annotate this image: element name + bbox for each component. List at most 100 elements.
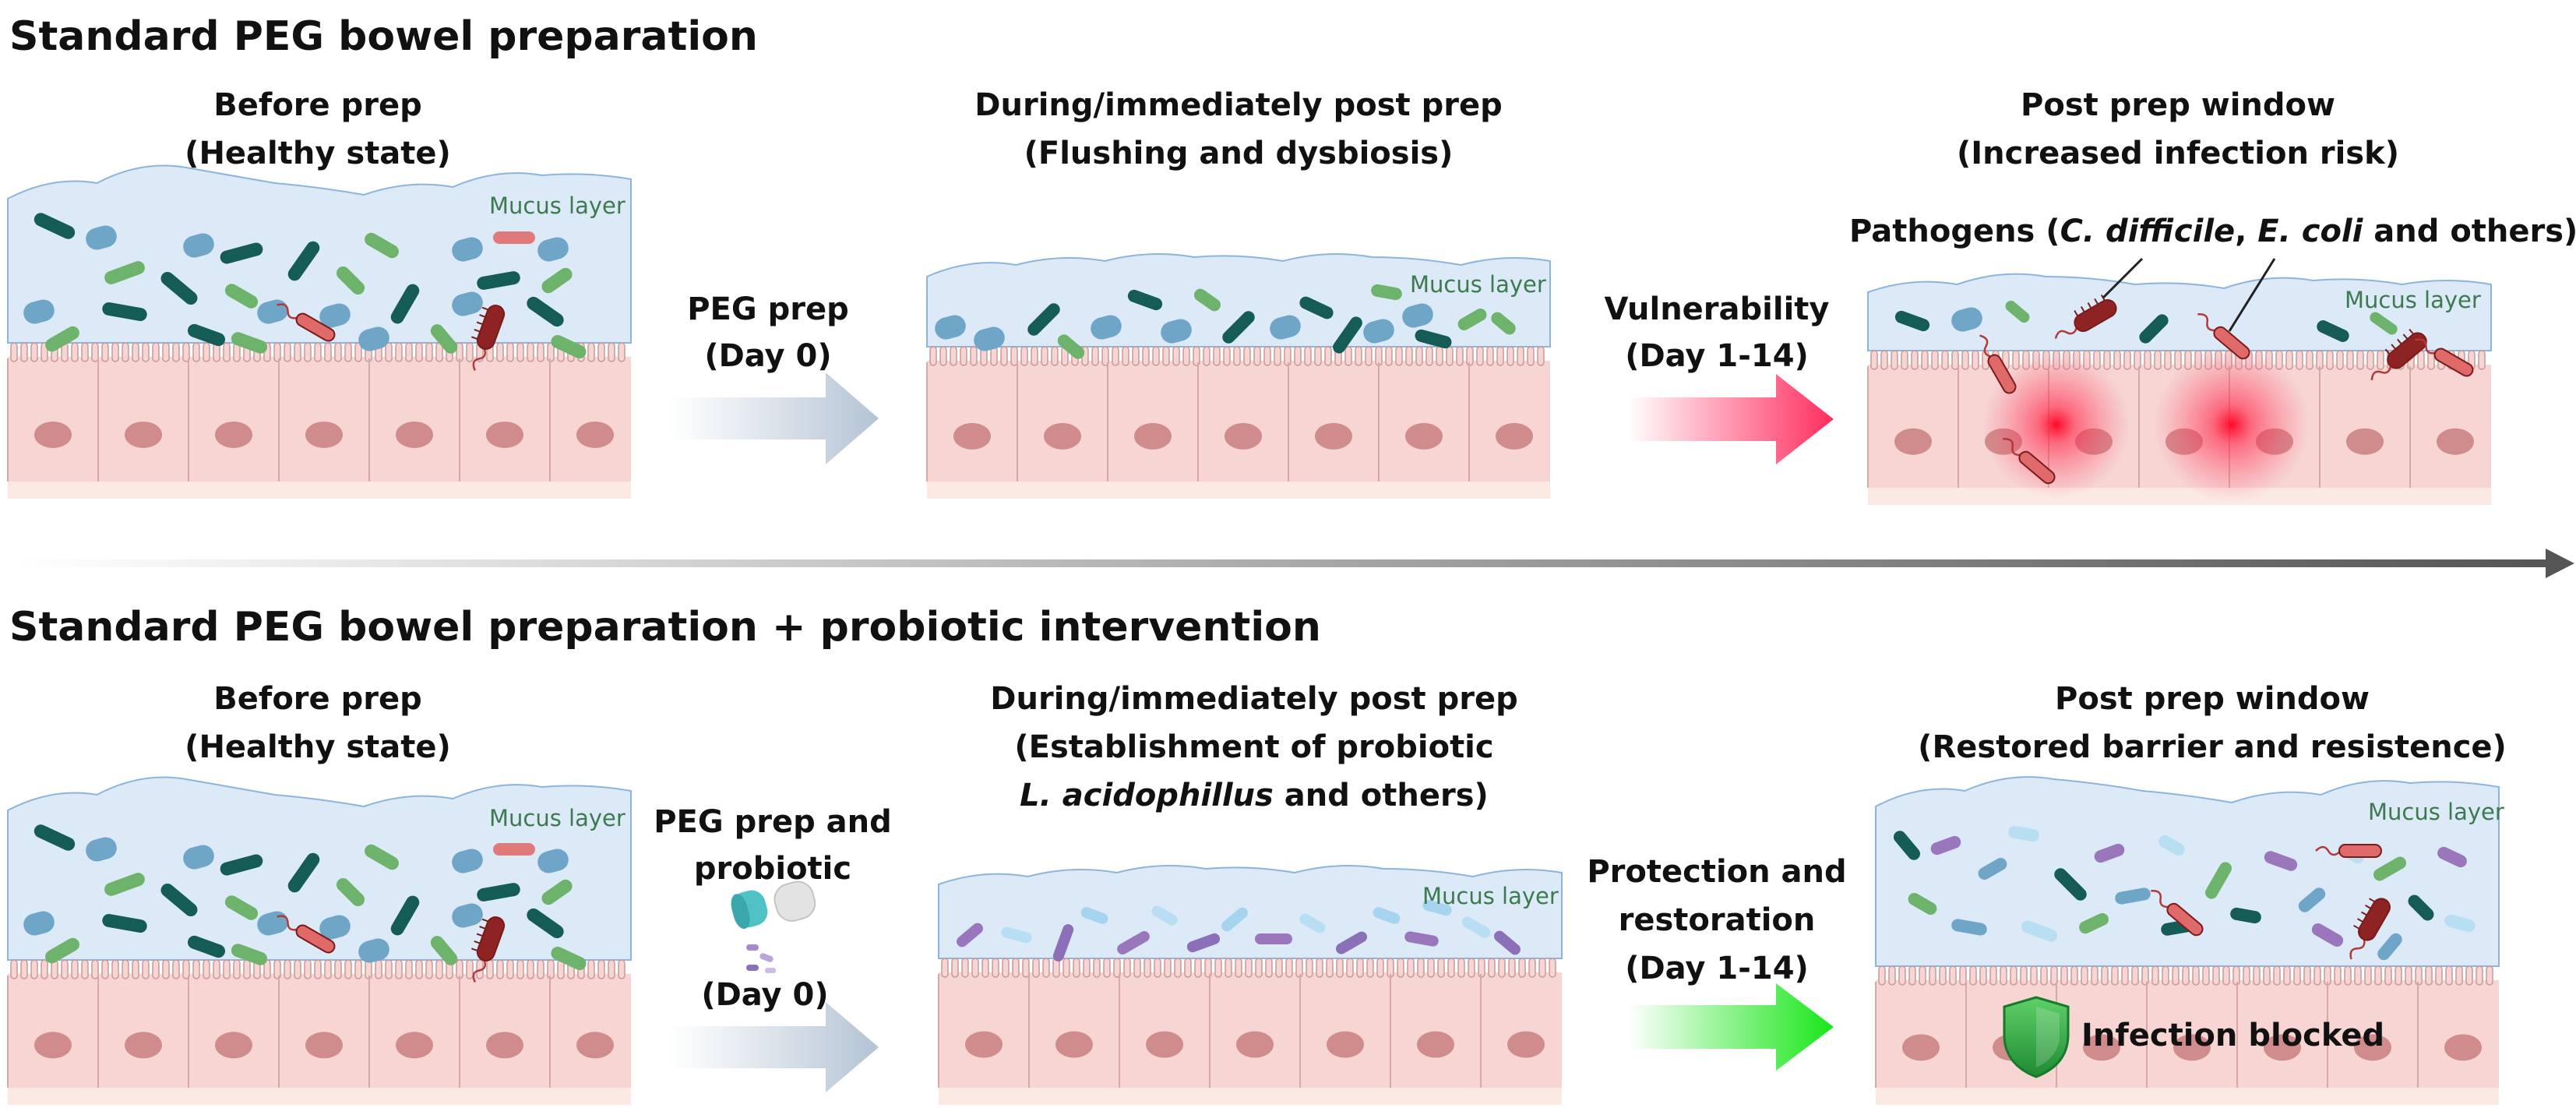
tissue-panel-during-1 xyxy=(926,253,1551,499)
bacteria-icon xyxy=(1221,907,1248,932)
nucleus xyxy=(1894,428,1932,455)
stage-title-post-2: Post prep window xyxy=(2055,681,2370,717)
pathogen-pointer-lines xyxy=(2102,257,2276,332)
bacteria-icon xyxy=(102,302,147,322)
microvilli xyxy=(941,958,1556,978)
bacteria-icon xyxy=(2158,835,2185,856)
bacteria-icon xyxy=(2311,923,2344,947)
nucleus xyxy=(1236,1031,1274,1058)
bacteria-icon xyxy=(257,299,288,324)
bacteria-icon xyxy=(2008,825,2039,842)
bacteria-icon xyxy=(1052,924,1074,962)
arrow-peg-prep xyxy=(670,372,879,464)
arrow-label-day0: (Day 0) xyxy=(704,338,831,374)
bacteria-icon xyxy=(1422,899,1452,916)
timeline-arrow-icon xyxy=(16,549,2574,578)
bacteria-icon xyxy=(2444,914,2476,933)
mucus-label-before-1: Mucus layer xyxy=(489,192,625,219)
bacteria-icon xyxy=(1457,309,1487,330)
bacteria-icon xyxy=(1894,310,1930,332)
nucleus xyxy=(396,421,433,448)
nucleus xyxy=(215,421,252,448)
bacteria-icon xyxy=(935,315,966,340)
stage-title-before-1: Before prep xyxy=(213,87,421,123)
bacteria-icon xyxy=(1161,319,1192,344)
nucleus xyxy=(125,1032,162,1059)
bacteria-icon xyxy=(452,849,483,873)
bacteria-icon xyxy=(1978,858,2007,880)
nucleus xyxy=(1327,1031,1364,1058)
nucleus xyxy=(305,421,343,448)
lamina xyxy=(927,482,1550,499)
infection-blocked-label: Infection blocked xyxy=(2081,1018,2384,1053)
stage-subtitle-before-2: (Healthy state) xyxy=(185,729,451,765)
bacteria-icon xyxy=(2377,933,2402,961)
bacteria-icon xyxy=(2317,320,2349,342)
bacteria-icon xyxy=(2094,843,2125,863)
microvilli xyxy=(10,342,625,362)
bacteria-icon xyxy=(452,291,483,316)
bacteria-icon xyxy=(541,267,573,294)
bacteria-icon xyxy=(365,844,399,870)
bacteria-icon xyxy=(1117,931,1150,955)
nucleus xyxy=(1902,1034,1940,1061)
bacteria-icon xyxy=(319,915,351,940)
nucleus xyxy=(215,1032,252,1059)
bacteria-icon xyxy=(430,324,458,354)
pathogen-icon xyxy=(470,305,506,371)
arrow-label-day1-14-2: (Day 1-14) xyxy=(1625,951,1809,986)
bacteria-icon xyxy=(452,237,483,262)
bacteria-icon xyxy=(336,877,365,907)
epithelial-cells xyxy=(7,358,614,482)
probiotic-species-suffix: and others) xyxy=(1274,778,1489,813)
lamina xyxy=(8,482,631,499)
bacteria-icon xyxy=(1951,919,1987,936)
bacteria-icon xyxy=(1186,933,1221,953)
microvilli xyxy=(929,346,1545,366)
mucus-layer xyxy=(938,865,1563,959)
arrow-label-peg-prep: PEG prep xyxy=(687,291,849,327)
mucus-label-post-1: Mucus layer xyxy=(2345,287,2481,313)
bacteria-icon xyxy=(160,271,198,305)
bacteria-icon xyxy=(452,903,483,928)
bacteria-icon xyxy=(2230,907,2261,924)
bacteria-icon xyxy=(1127,289,1163,311)
bacteria-icon xyxy=(1057,334,1085,359)
bacteria-icon xyxy=(336,266,365,295)
bacteria-icon xyxy=(1951,307,1982,332)
mucus-label-during-1: Mucus layer xyxy=(1410,271,1546,298)
nucleus xyxy=(1055,1031,1093,1058)
bacteria-icon xyxy=(187,323,226,347)
bacteria-icon xyxy=(2370,312,2398,335)
pathogen-icon xyxy=(2197,313,2250,360)
bacteria-icon xyxy=(365,232,399,259)
bacteria-icon xyxy=(1404,931,1439,947)
arrow-label-probiotic: probiotic xyxy=(694,851,851,887)
bacteria-icon xyxy=(477,271,520,290)
nucleus xyxy=(2444,1034,2482,1061)
nucleus xyxy=(125,421,162,448)
stage-title-post-1: Post prep window xyxy=(2021,87,2335,123)
bacteria-icon xyxy=(224,284,259,309)
pathogen-icon xyxy=(2151,890,2204,937)
stage-subtitle-during-2b: L. acidophillus and others) xyxy=(1020,778,1489,813)
bacteria-icon xyxy=(477,883,520,902)
bacteria-icon xyxy=(1193,288,1221,312)
nucleus xyxy=(1496,422,1533,450)
lamina xyxy=(1868,488,2491,505)
pathogen-label-prefix: Pathogens ( xyxy=(1849,213,2060,249)
bacteria-icon xyxy=(551,946,587,971)
bacteria-icon xyxy=(1151,905,1178,926)
nucleus xyxy=(576,421,614,448)
pathogen-icon xyxy=(2415,338,2474,377)
nucleus xyxy=(396,1032,433,1059)
bacteria-icon xyxy=(2264,851,2298,871)
probiotic-species-label: L. acidophillus xyxy=(1020,778,1274,813)
bacteria-icon xyxy=(2373,856,2406,881)
stage-subtitle-during-2: (Establishment of probiotic xyxy=(1014,729,1493,765)
nucleus xyxy=(2346,428,2384,455)
pathogen-icon xyxy=(2349,898,2391,960)
pathogen-label-suffix: and others) xyxy=(2363,213,2576,249)
bacteria-icon xyxy=(1080,907,1108,924)
